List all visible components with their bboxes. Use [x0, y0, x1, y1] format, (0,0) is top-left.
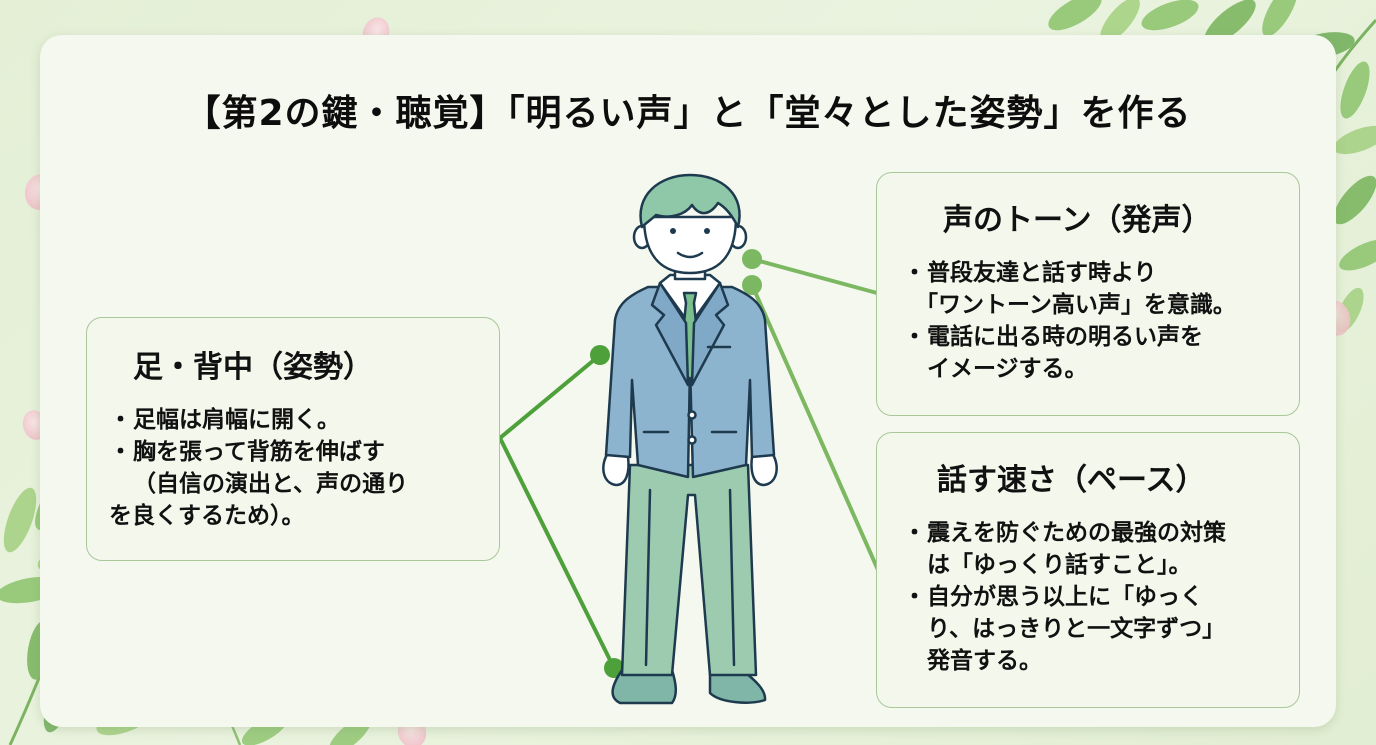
bullet-marker: ・ [903, 584, 926, 610]
bullet-text: 電話に出る時の明るい声を [927, 324, 1203, 350]
voice-tone-bullet-2: ・ 電話に出る時の明るい声を イメージする。 [903, 321, 1236, 385]
bullet-text: （自信の演出と、声の通り [133, 471, 409, 497]
bullet-marker: ・ [109, 439, 132, 465]
bullet-text: 胸を張って背筋を伸ばす [133, 439, 385, 465]
businessman-illustration [602, 173, 778, 705]
bullet-marker: ・ [903, 324, 926, 350]
posture-bullet-1: ・ 足幅は肩幅に開く。 [109, 404, 408, 436]
bullet-text: 発音する。 [927, 648, 1042, 674]
bullet-text: イメージする。 [927, 356, 1088, 382]
voice-tone-bullet-list: ・ 普段友達と話す時より 「ワントーン高い声」を意識。 ・ 電話に出る時の明るい… [903, 257, 1236, 385]
bullet-marker: ・ [109, 407, 132, 433]
posture-box: 足・背中（姿勢） ・ 足幅は肩幅に開く。 ・ 胸を張って背筋を伸ばす （自信の演… [86, 317, 500, 561]
bullet-text: 普段友達と話す時より [927, 260, 1157, 286]
voice-tone-box-title: 声のトーン（発声） [943, 203, 1212, 238]
posture-box-title: 足・背中（姿勢） [133, 350, 373, 385]
bullet-text: り、はっきりと一文字ずつ」 [927, 616, 1226, 642]
posture-bullet-2: ・ 胸を張って背筋を伸ばす （自信の演出と、声の通り を良くするため）。 [109, 436, 408, 532]
posture-bullet-list: ・ 足幅は肩幅に開く。 ・ 胸を張って背筋を伸ばす （自信の演出と、声の通り を… [109, 404, 408, 532]
speaking-pace-box: 話す速さ（ペース） ・ 震えを防ぐための最強の対策 は「ゆっくり話すこと」。 ・… [876, 432, 1300, 708]
bullet-text: は「ゆっくり話すこと」。 [927, 552, 1192, 578]
smile-icon [676, 251, 704, 259]
bullet-text: 震えを防ぐための最強の対策 [927, 520, 1226, 546]
bullet-text: を良くするため）。 [109, 503, 305, 529]
speaking-pace-bullet-1: ・ 震えを防ぐための最強の対策 は「ゆっくり話すこと」。 [903, 517, 1226, 581]
voice-tone-box: 声のトーン（発声） ・ 普段友達と話す時より 「ワントーン高い声」を意識。 ・ … [876, 172, 1300, 416]
speaking-pace-bullet-2: ・ 自分が思う以上に「ゆっく り、はっきりと一文字ずつ」 発音する。 [903, 581, 1226, 677]
eye-right-icon [704, 228, 710, 234]
speaking-pace-bullet-list: ・ 震えを防ぐための最強の対策 は「ゆっくり話すこと」。 ・ 自分が思う以上に「… [903, 517, 1226, 677]
bullet-marker: ・ [903, 520, 926, 546]
slide-title: 【第2の鍵・聴覚】「明るい声」と「堂々とした姿勢」を作る [184, 93, 1192, 134]
speaking-pace-box-title: 話す速さ（ペース） [937, 463, 1206, 498]
bullet-text: 「ワントーン高い声」を意識。 [915, 292, 1236, 318]
voice-tone-bullet-1: ・ 普段友達と話す時より 「ワントーン高い声」を意識。 [903, 257, 1236, 321]
bullet-text: 足幅は肩幅に開く。 [133, 407, 340, 433]
bullet-marker: ・ [903, 260, 926, 286]
bullet-text: 自分が思う以上に「ゆっく [927, 584, 1203, 610]
eye-left-icon [670, 228, 676, 234]
